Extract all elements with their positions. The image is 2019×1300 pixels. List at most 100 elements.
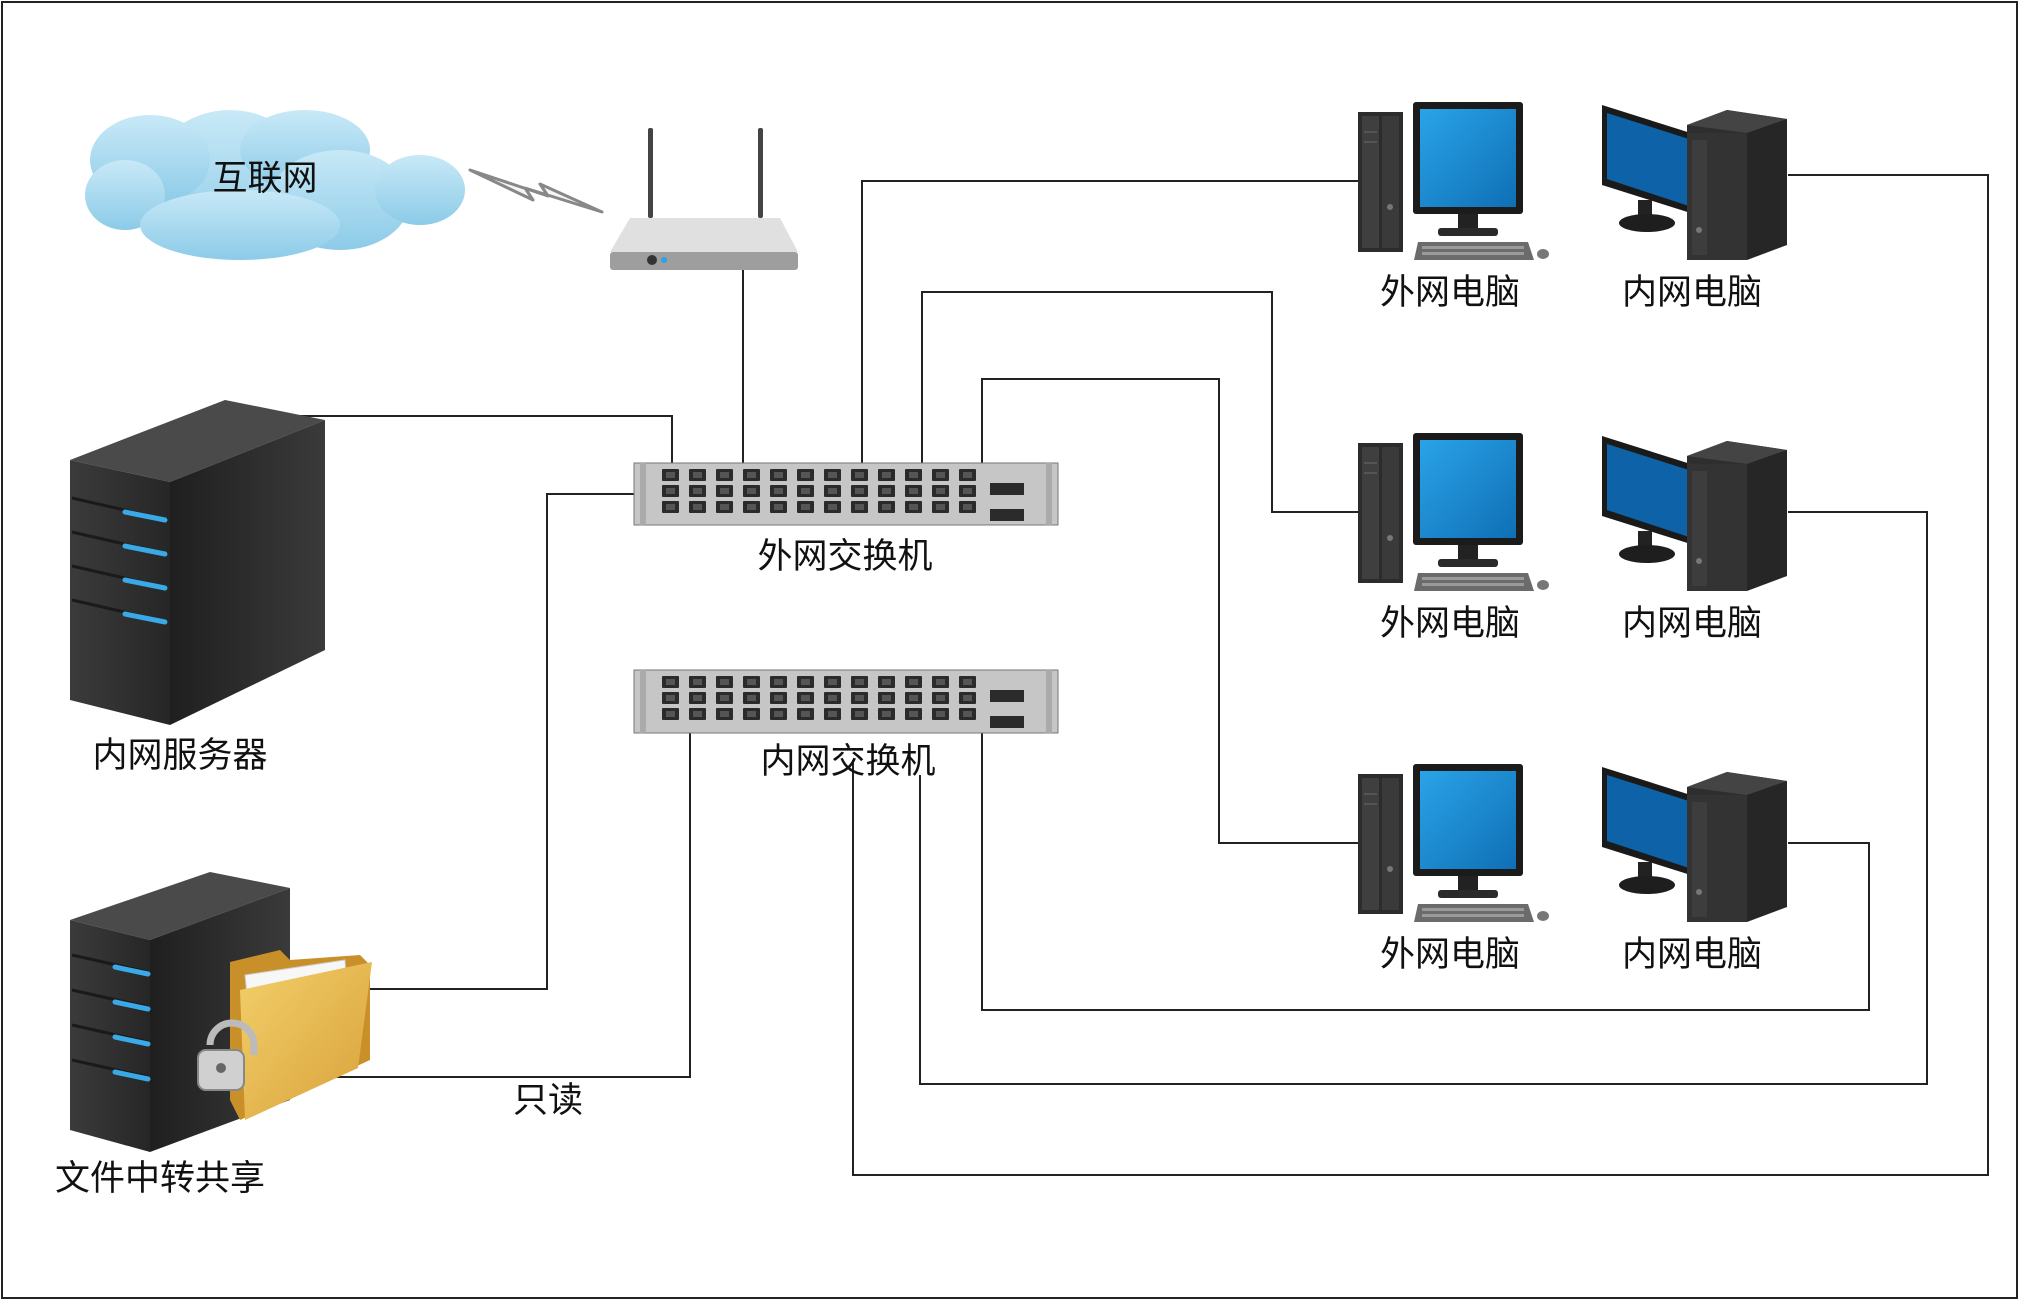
switch-port [878, 676, 895, 688]
switch-port [743, 469, 760, 481]
external-pc-3-label: 外网电脑 [1380, 935, 1520, 975]
switch-port [851, 501, 868, 513]
switch-port [797, 708, 814, 720]
switch-port [878, 692, 895, 704]
internal-pc-3-icon [1602, 767, 1787, 922]
switch-port [743, 485, 760, 497]
switch-port [824, 501, 841, 513]
switch-port [824, 708, 841, 720]
switch-port [959, 485, 976, 497]
switch-port [851, 708, 868, 720]
external-pc-1-icon [1357, 101, 1550, 261]
file-share-label: 文件中转共享 [55, 1159, 265, 1199]
switch-port [689, 485, 706, 497]
switch-port [797, 501, 814, 513]
server-icon [70, 400, 325, 725]
lock-icon [197, 1019, 258, 1091]
switch-port [770, 676, 787, 688]
switch-port [905, 501, 922, 513]
internet-cloud: 互联网 [85, 110, 465, 260]
external-pc-3-icon [1357, 763, 1550, 923]
switch-port [959, 692, 976, 704]
external-pc-2-label: 外网电脑 [1380, 604, 1520, 644]
switch-port [716, 469, 733, 481]
switch-port [959, 676, 976, 688]
switch-port [689, 676, 706, 688]
switch-port [932, 485, 949, 497]
wireless-signal-icon [468, 168, 604, 214]
switch-port [716, 708, 733, 720]
switch-port [905, 708, 922, 720]
switch-port [662, 692, 679, 704]
switch-port [770, 501, 787, 513]
switch-port [851, 485, 868, 497]
switch-port [959, 501, 976, 513]
internal-server-label: 内网服务器 [92, 736, 267, 776]
switch-port [770, 692, 787, 704]
switch-port [878, 485, 895, 497]
switch-port [662, 501, 679, 513]
switch-port [797, 692, 814, 704]
switch-port [689, 501, 706, 513]
switch-port [743, 692, 760, 704]
switch-port [716, 485, 733, 497]
switch-port [905, 692, 922, 704]
switch-port [905, 469, 922, 481]
switch-port [905, 485, 922, 497]
switch-port [743, 501, 760, 513]
internal-switch-icon [633, 669, 1059, 734]
switch-port [959, 469, 976, 481]
switch-port [797, 676, 814, 688]
internet-label: 互联网 [212, 159, 317, 199]
switch-port [878, 469, 895, 481]
switch-port [932, 676, 949, 688]
file-share-server-icon [70, 872, 290, 1152]
switch-port [743, 676, 760, 688]
external-switch-label: 外网交换机 [757, 537, 932, 577]
external-pc-2-icon [1357, 432, 1550, 592]
switch-port [662, 469, 679, 481]
internal-pc-2-icon [1602, 436, 1787, 591]
switch-port [851, 692, 868, 704]
switch-port [878, 501, 895, 513]
switch-port [824, 676, 841, 688]
internal-pc-2-label: 内网电脑 [1622, 604, 1762, 644]
switch-port [878, 708, 895, 720]
switch-port [905, 676, 922, 688]
switch-port [662, 708, 679, 720]
read-only-label: 只读 [513, 1081, 583, 1121]
connection-lines [292, 174, 1989, 1176]
folder-icon [230, 950, 372, 1120]
switch-port [770, 708, 787, 720]
switch-port [689, 708, 706, 720]
internal-pc-3-label: 内网电脑 [1622, 935, 1762, 975]
switch-port [770, 485, 787, 497]
switch-port [797, 485, 814, 497]
internal-pc-1-icon [1602, 105, 1787, 260]
switch-port [851, 469, 868, 481]
switch-port [932, 692, 949, 704]
switch-port [824, 692, 841, 704]
switch-port [797, 469, 814, 481]
router-icon [610, 128, 798, 270]
switch-port [689, 469, 706, 481]
switch-port [932, 708, 949, 720]
switch-port [959, 708, 976, 720]
switch-port [689, 692, 706, 704]
internal-switch-label: 内网交换机 [760, 742, 935, 782]
switch-port [716, 676, 733, 688]
switch-port [716, 501, 733, 513]
switch-port [932, 501, 949, 513]
switch-port [662, 485, 679, 497]
switch-port [770, 469, 787, 481]
switch-port [824, 469, 841, 481]
switch-port [824, 485, 841, 497]
switch-port [851, 676, 868, 688]
switch-port [716, 692, 733, 704]
switch-port [743, 708, 760, 720]
internal-pc-1-label: 内网电脑 [1622, 273, 1762, 313]
switch-port [932, 469, 949, 481]
external-switch-icon [633, 462, 1059, 526]
switch-port [662, 676, 679, 688]
